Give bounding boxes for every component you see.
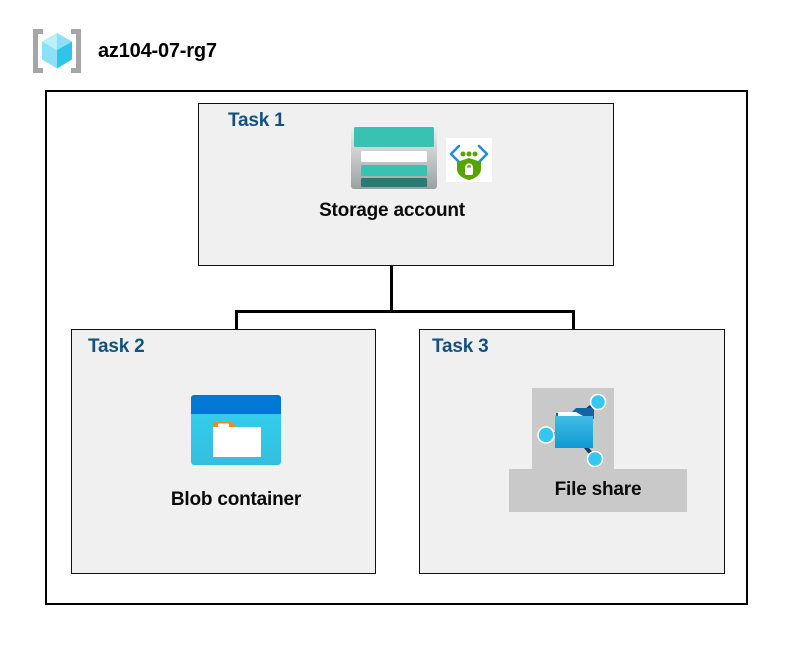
task-3-label: Task 3 (432, 336, 489, 357)
resource-group-icon (30, 26, 84, 76)
task-2-label: Task 2 (88, 336, 145, 357)
connector-horizontal-bar (235, 310, 575, 313)
storage-account-caption: Storage account (319, 200, 465, 221)
file-share-label-highlight (509, 469, 687, 512)
file-share-caption: File share (554, 479, 642, 500)
connector-storage-stem (390, 266, 393, 312)
blob-container-caption: Blob container (170, 489, 302, 510)
resource-group-title: az104-07-rg7 (98, 39, 217, 62)
resource-group-header: az104-07-rg7 (30, 26, 217, 76)
task-1-label: Task 1 (228, 110, 285, 131)
